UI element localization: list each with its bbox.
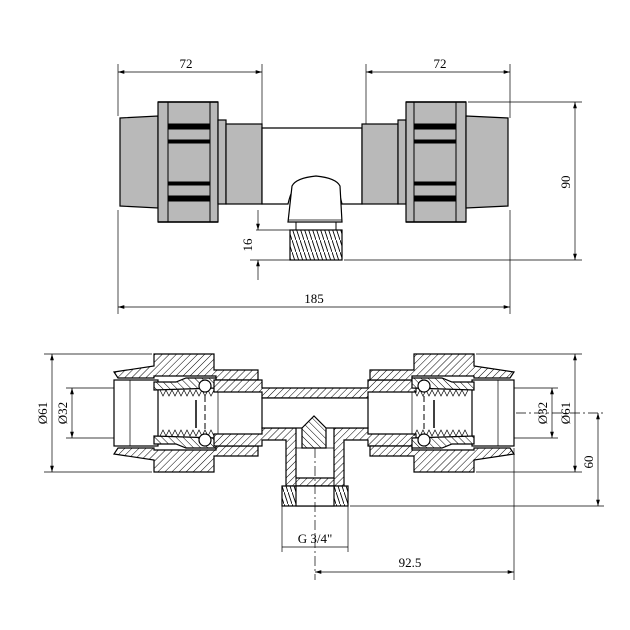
dim-branch-offset: 92.5 [399,555,422,570]
section-branch-cone [301,415,327,449]
dim-left-inner-dia: Ø32 [55,402,70,424]
section-dimensions: Ø61 Ø32 Ø32 Ø61 60 G 3/4" 92.5 [35,353,604,580]
dim-thread-length: 16 [240,238,255,252]
top-branch-socket [287,175,343,223]
dim-left-outer-dia: Ø61 [35,402,50,424]
top-right-end-cap [465,115,509,209]
top-view [119,101,509,261]
section-left-nut [112,353,259,381]
section-right-oring [417,379,431,393]
dim-top-right-width: 72 [434,56,447,71]
top-dimensions: 72 72 90 16 185 [117,56,582,314]
section-tee-body [213,379,417,399]
section-view [112,353,516,507]
top-left-end-cap [119,115,159,209]
top-right-nut [405,101,467,223]
dim-top-left-width: 72 [180,56,193,71]
top-right-collar [397,119,407,205]
dim-branch-height: 60 [581,456,596,469]
dim-overall-height: 90 [558,176,573,189]
top-male-thread [289,229,343,261]
top-left-nut [157,101,219,223]
top-left-ring [225,123,263,205]
section-left-oring [198,379,212,393]
top-left-collar [217,119,227,205]
section-right-nut [369,353,516,381]
dim-overall-length: 185 [304,291,324,306]
top-right-ring [361,123,399,205]
